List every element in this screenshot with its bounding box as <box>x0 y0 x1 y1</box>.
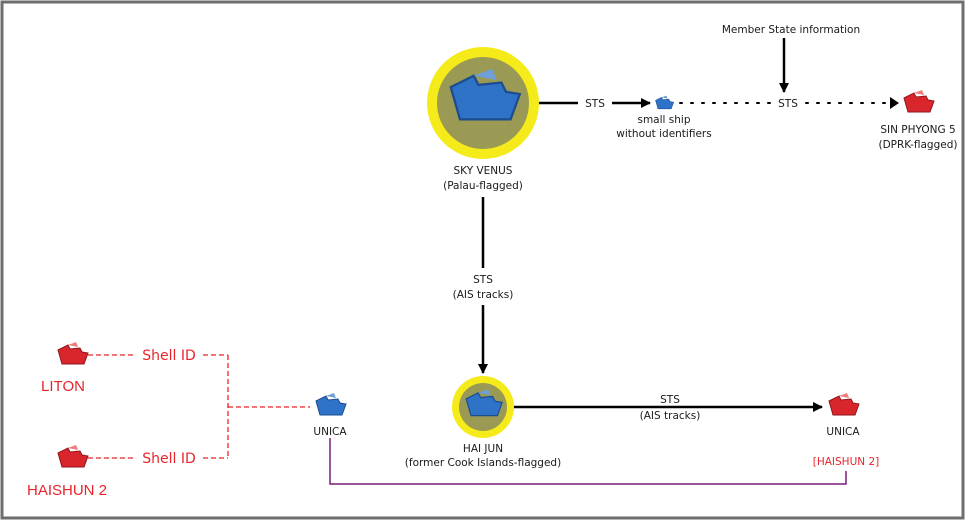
tanker-red-icon[interactable] <box>57 341 89 365</box>
identity-link-unica <box>329 438 847 485</box>
node-sky-venus[interactable] <box>427 47 539 159</box>
liton-name: LITON <box>41 378 85 395</box>
edge-label-sts-1: STS <box>585 98 605 110</box>
member-state-label: Member State information <box>722 24 860 36</box>
unica-left-name: UNICA <box>313 426 347 438</box>
edge-label-sts-3-detail: (AIS tracks) <box>453 289 514 301</box>
shell-id-links <box>88 354 310 459</box>
unica-right-alias: [HAISHUN 2] <box>813 456 880 468</box>
tanker-red-icon[interactable] <box>903 89 935 113</box>
sin-phyong-detail: (DPRK-flagged) <box>879 139 958 151</box>
sky-venus-name: SKY VENUS <box>454 165 513 177</box>
edge-label-sts-3: STS <box>473 274 493 286</box>
arrow-sinphyong <box>890 97 899 109</box>
node-hai-jun[interactable] <box>452 376 514 438</box>
unica-right-name: UNICA <box>826 426 860 438</box>
small-ship-label-line1: small ship <box>637 114 690 126</box>
tanker-red-icon[interactable] <box>828 392 860 416</box>
edge-label-shell-top: Shell ID <box>142 348 196 364</box>
hai-jun-name: HAI JUN <box>463 443 503 455</box>
tanker-red-icon[interactable] <box>57 444 89 468</box>
edge-label-shell-bottom: Shell ID <box>142 451 196 467</box>
edge-label-sts-4-detail: (AIS tracks) <box>640 410 701 422</box>
edge-label-sts-4: STS <box>660 394 680 406</box>
sin-phyong-name: SIN PHYONG 5 <box>880 124 955 136</box>
hai-jun-detail: (former Cook Islands-flagged) <box>405 457 561 469</box>
tanker-blue-icon[interactable] <box>315 392 347 416</box>
sky-venus-detail: (Palau-flagged) <box>443 180 523 192</box>
edge-label-sts-2: STS <box>778 98 798 110</box>
small-ship-blue-icon[interactable] <box>655 95 674 110</box>
small-ship-label-line2: without identifiers <box>616 128 711 140</box>
haishun2-name: HAISHUN 2 <box>27 482 107 499</box>
